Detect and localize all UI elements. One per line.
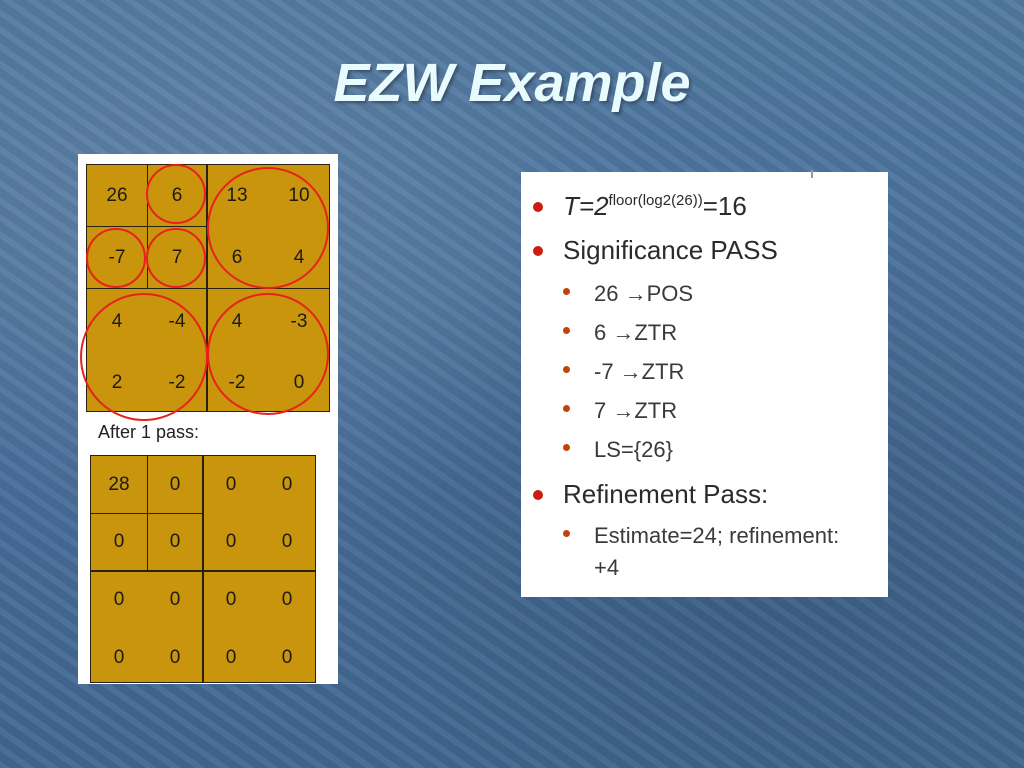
coef-cell: 28 [108,474,130,495]
coef-cell: 0 [169,589,181,610]
coef-cell: 0 [281,474,293,495]
coef-cell: 0 [169,647,181,668]
bullet-dot [563,444,570,451]
coefficient-grid-after: 28 0 0 0 0 0 0 0 0 0 0 0 0 0 0 0 [90,455,316,683]
bullet-dot [563,366,570,373]
refinement-heading: Refinement Pass: [563,479,769,509]
threshold-suffix: =16 [702,191,747,221]
coefficient-grid-before: 26 6 13 10 -7 7 6 4 4 -4 4 -3 2 -2 -2 0 [86,164,330,412]
explanation-panel: T=2floor(log2(26))=16 Significance PASS … [521,170,888,597]
bullet-dot [563,288,570,295]
slide-title: EZW Example [333,53,691,113]
coef-cell: 0 [113,531,125,552]
coef-cell: 0 [225,474,237,495]
circle-quadrant-top-right [207,167,329,289]
coef-cell: 0 [281,589,293,610]
coef-cell: 0 [281,531,293,552]
threshold-exponent: floor(log2(26)) [608,192,703,209]
circle-cell-neg7 [86,228,146,288]
coef-cell: 0 [113,589,125,610]
threshold-prefix: T=2 [563,191,609,221]
divider-tick [811,170,813,178]
coef-cell: 0 [293,372,305,393]
coef-cell: -4 [168,311,186,332]
coef-cell: -3 [290,311,308,332]
bullet-dot [563,327,570,334]
bullet-dot [533,490,543,500]
coef-cell: 4 [111,311,123,332]
coefficient-figure: 26 6 13 10 -7 7 6 4 4 -4 4 -3 2 -2 -2 0 … [78,154,338,684]
coef-cell: 6 [171,185,183,206]
coef-cell: 0 [225,531,237,552]
coef-cell: 0 [225,589,237,610]
coef-cell: 6 [231,247,243,268]
circle-cell-7 [146,228,206,288]
bullet-dot [563,405,570,412]
coef-cell: 0 [169,531,181,552]
coef-cell: 10 [288,185,310,206]
bullet-dot [563,530,570,537]
coef-cell: 13 [226,185,248,206]
coef-cell: 4 [293,247,305,268]
coef-cell: 0 [281,647,293,668]
bullet-dot [533,202,543,212]
coef-cell: 2 [111,372,123,393]
circle-cell-6 [146,164,206,224]
coef-cell: 26 [106,185,128,206]
bullet-dot [533,246,543,256]
coef-cell: -7 [108,247,126,268]
coef-cell: -2 [168,372,186,393]
circle-quadrant-bottom-right [207,293,329,415]
significance-heading: Significance PASS [563,235,778,265]
coef-cell: 0 [225,647,237,668]
coef-cell: 0 [113,647,125,668]
circle-quadrant-bottom-left [80,293,208,421]
coef-cell: 7 [171,247,183,268]
zerotree-circles [80,164,329,421]
coef-cell: 4 [231,311,243,332]
coef-cell: -2 [228,372,246,393]
coef-cell: 0 [169,474,181,495]
after-pass-label: After 1 pass: [98,422,200,442]
